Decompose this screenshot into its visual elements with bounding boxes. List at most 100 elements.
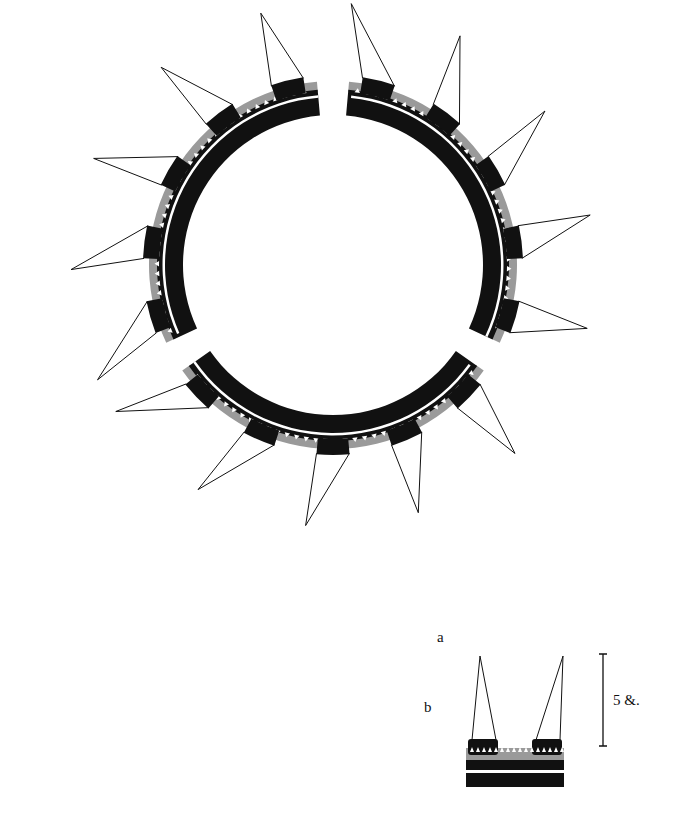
tooth <box>194 153 199 158</box>
knob <box>206 104 241 136</box>
tooth <box>352 437 357 442</box>
tooth <box>167 328 172 333</box>
knob <box>161 156 191 191</box>
tooth <box>255 104 260 109</box>
knob <box>503 225 523 258</box>
tooth <box>457 142 462 147</box>
knob <box>244 419 279 446</box>
tooth <box>200 146 205 151</box>
spine <box>518 215 590 258</box>
shell-segment <box>116 351 515 526</box>
tooth <box>488 747 492 752</box>
dark-band <box>466 773 564 787</box>
dark-band <box>466 760 564 770</box>
tooth <box>371 433 376 438</box>
tooth <box>392 98 397 103</box>
spine <box>116 384 209 412</box>
tooth <box>425 410 430 415</box>
tooth <box>247 109 252 114</box>
spine <box>472 656 496 740</box>
white-line <box>466 770 564 773</box>
spine <box>509 301 587 333</box>
tooth <box>476 747 480 752</box>
knob <box>360 77 395 100</box>
detail-figure <box>466 654 607 787</box>
spine <box>536 656 563 740</box>
spine <box>391 432 421 513</box>
ring-figure <box>71 4 590 526</box>
tooth <box>542 747 546 752</box>
dark-band <box>189 351 477 441</box>
tooth <box>507 266 512 271</box>
white-line <box>193 361 470 435</box>
tooth <box>294 435 299 440</box>
scale-label: 5 &. <box>613 693 640 708</box>
spine <box>433 36 460 125</box>
tooth <box>155 261 160 266</box>
tooth <box>162 213 167 218</box>
shell-segment <box>71 13 320 380</box>
spine <box>488 111 545 185</box>
tooth <box>498 209 503 214</box>
white-line <box>162 95 318 334</box>
tooth <box>419 111 424 116</box>
tooth <box>536 747 540 752</box>
knob <box>532 739 562 755</box>
tooth <box>207 138 212 143</box>
tooth <box>500 747 504 752</box>
knob <box>387 419 422 446</box>
tooth <box>168 195 173 200</box>
tooth <box>530 747 534 752</box>
tooth <box>494 747 498 752</box>
tooth <box>470 747 474 752</box>
dark-band <box>346 90 509 340</box>
spine <box>198 432 275 490</box>
knob <box>185 375 219 409</box>
knob <box>143 225 163 258</box>
tooth <box>224 401 229 406</box>
tooth <box>524 747 528 752</box>
spine <box>71 226 148 270</box>
knob <box>495 298 519 333</box>
tooth <box>362 436 367 441</box>
spine <box>94 157 179 186</box>
tooth <box>433 404 438 409</box>
tooth <box>470 157 475 162</box>
tooth <box>401 102 406 107</box>
knob <box>271 77 306 100</box>
tooth <box>506 276 511 281</box>
spine <box>261 13 304 86</box>
knob <box>447 375 481 409</box>
spine <box>457 384 515 454</box>
knob <box>476 156 506 191</box>
tooth <box>410 106 415 111</box>
tooth <box>304 437 309 442</box>
tooth <box>355 88 360 93</box>
tooth <box>441 398 446 403</box>
spine <box>98 301 157 380</box>
tooth <box>450 135 455 140</box>
knob <box>425 104 460 136</box>
tooth <box>264 100 269 105</box>
tooth <box>241 412 246 417</box>
tooth <box>381 431 386 436</box>
scale-bar <box>599 654 607 746</box>
tooth <box>494 200 499 205</box>
tooth <box>464 149 469 154</box>
tooth <box>482 747 486 752</box>
tooth <box>505 285 510 290</box>
panel-letter: a <box>437 630 444 645</box>
spine <box>351 4 394 87</box>
spine <box>161 67 233 124</box>
tooth <box>506 747 510 752</box>
tooth <box>285 432 290 437</box>
tooth <box>560 747 564 752</box>
tooth <box>157 290 162 295</box>
tooth <box>159 223 164 228</box>
tooth <box>512 747 516 752</box>
shell-segment <box>346 4 590 343</box>
knob <box>316 438 349 455</box>
tooth <box>548 747 552 752</box>
tooth <box>501 218 506 223</box>
